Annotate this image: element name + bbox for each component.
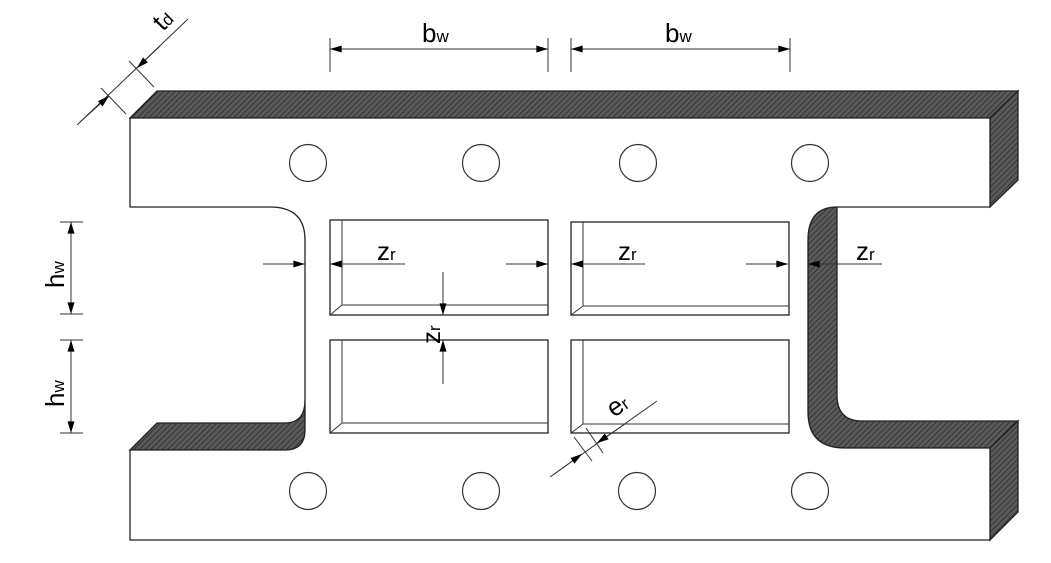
hole [288, 471, 328, 511]
hole [461, 471, 501, 511]
dimension-er: er [549, 390, 658, 478]
front-face [129, 117, 991, 541]
dimension-bw-2: bw [570, 18, 791, 72]
hole [461, 143, 501, 183]
dimension-bw-1: bw [329, 18, 549, 72]
dimension-zr-3: zr [746, 236, 882, 268]
opening-bottom-right [570, 339, 790, 434]
svg-text:bw: bw [665, 18, 692, 48]
opening-bottom-left [329, 339, 549, 434]
top-flange-top-surface [128, 90, 1020, 119]
svg-text:zr: zr [416, 325, 446, 344]
dimension-hw-2: hw [40, 339, 83, 434]
svg-text:zr: zr [856, 236, 875, 266]
hole [288, 143, 328, 183]
svg-text:td: td [146, 3, 179, 36]
hole [790, 143, 830, 183]
hole [790, 471, 830, 511]
hole [618, 143, 658, 183]
opening-top-right [570, 221, 790, 316]
svg-text:zr: zr [377, 236, 396, 266]
hole [617, 471, 657, 511]
svg-text:bw: bw [422, 18, 449, 48]
bolt-holes [288, 143, 830, 511]
dimension-zr-2: zr [506, 236, 645, 268]
dimension-zr-vertical: zr [416, 272, 447, 384]
opening-top-left [329, 219, 549, 316]
dimension-zr-1: zr [263, 236, 405, 268]
bottom-flange-left-top-surface [128, 399, 306, 451]
right-web-side-surface [807, 206, 1020, 449]
dimension-hw-1: hw [40, 221, 83, 315]
svg-text:hw: hw [40, 380, 70, 407]
web-openings [329, 219, 790, 434]
svg-text:zr: zr [618, 236, 637, 266]
svg-text:hw: hw [40, 261, 70, 288]
